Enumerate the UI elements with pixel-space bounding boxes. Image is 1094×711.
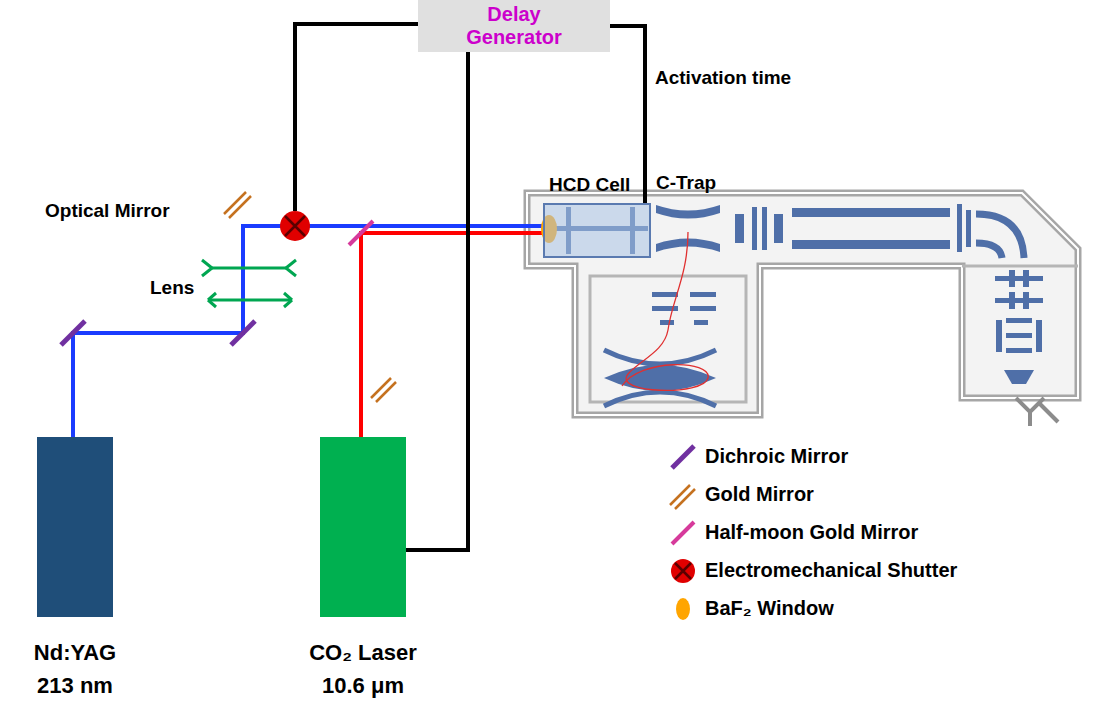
legend-text: Dichroic Mirror (705, 445, 848, 468)
co2-laser: CO₂ Laser10.6 μm (320, 437, 406, 617)
node-text: CO₂ Laser (309, 640, 417, 665)
ion-optics (735, 204, 971, 252)
half-moon-gold-mirror (349, 221, 373, 245)
electromechanical-shutter (280, 211, 310, 241)
part-label: Optical Mirror (45, 200, 170, 222)
housing-divider (962, 265, 1078, 268)
legend-sample (676, 598, 690, 620)
delay-generator-box: Delay Generator (418, 0, 610, 52)
trigger-wire (406, 52, 468, 550)
gold-mirror (224, 192, 251, 218)
node-text: Delay Generator (452, 3, 576, 49)
legend-sample (671, 559, 695, 583)
gold-mirror (371, 378, 396, 402)
node-text: 10.6 μm (322, 673, 404, 698)
uv-beam (73, 226, 548, 437)
legend-text: Half-moon Gold Mirror (705, 521, 918, 544)
node-text: Nd:YAG (34, 640, 116, 665)
legend-sample (672, 522, 694, 544)
nd-yag-laser: Nd:YAG213 nm (37, 437, 113, 617)
ir-beam (361, 233, 548, 437)
hcd-cell: HCD Cell (543, 203, 651, 258)
ion-trap-stack (995, 270, 1043, 384)
part-label: Lens (150, 277, 194, 299)
detector-symbol (1016, 398, 1058, 426)
instrument-housing (527, 193, 1078, 415)
part-label: C-Trap (656, 172, 716, 194)
orbitrap-lenses (652, 292, 716, 325)
legend-sample (672, 446, 694, 468)
trigger-wire (295, 24, 418, 211)
dichroic-mirror (231, 321, 255, 345)
edge-label: Activation time (653, 67, 793, 89)
legend-sample (670, 485, 695, 509)
dichroic-mirror (61, 321, 85, 345)
legend-text: Gold Mirror (705, 483, 814, 506)
lens-pair (202, 260, 296, 307)
legend-text: Electromechanical Shutter (705, 559, 957, 582)
legend-text: BaF₂ Window (705, 597, 834, 620)
instrument-housing-inner (527, 193, 1078, 415)
orbitrap-chamber (590, 276, 746, 402)
bent-flatapole (976, 214, 1024, 258)
orbitrap-analyser (604, 350, 716, 406)
node-text: 213 nm (37, 673, 113, 698)
node-text: HCD Cell (549, 174, 630, 196)
